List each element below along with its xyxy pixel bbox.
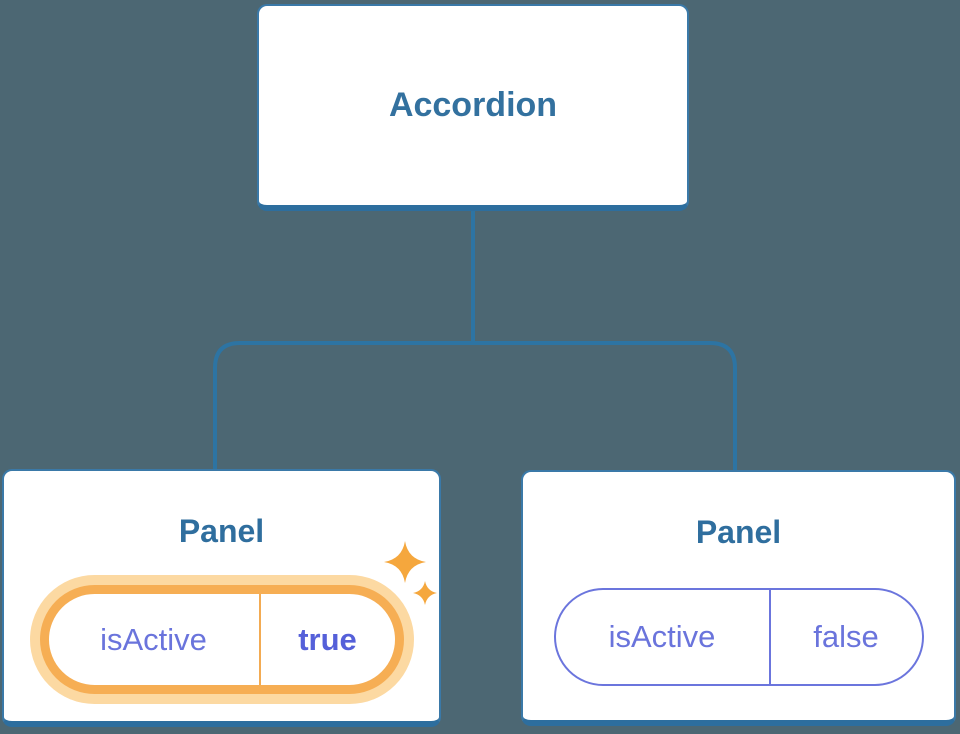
state-key-label: isActive <box>608 619 716 654</box>
connector-branch <box>213 341 737 472</box>
pill-divider <box>258 594 261 685</box>
state-key-label: isActive <box>100 621 207 657</box>
pill-divider <box>768 590 771 684</box>
state-value-label: false <box>813 619 879 654</box>
accordion-node-label: Accordion <box>388 86 558 124</box>
state-value-label: true <box>298 621 357 657</box>
component-node-accordion: Accordion <box>257 4 689 211</box>
state-pill-inactive: isActive false <box>553 588 924 686</box>
panel-node-label: Panel <box>695 514 782 550</box>
state-pill-active: isActive true <box>39 585 404 694</box>
panel-node-label: Panel <box>178 513 265 549</box>
component-node-panel-left: Panel isActive true <box>2 469 441 727</box>
component-node-panel-right: Panel isActive false <box>521 470 956 726</box>
